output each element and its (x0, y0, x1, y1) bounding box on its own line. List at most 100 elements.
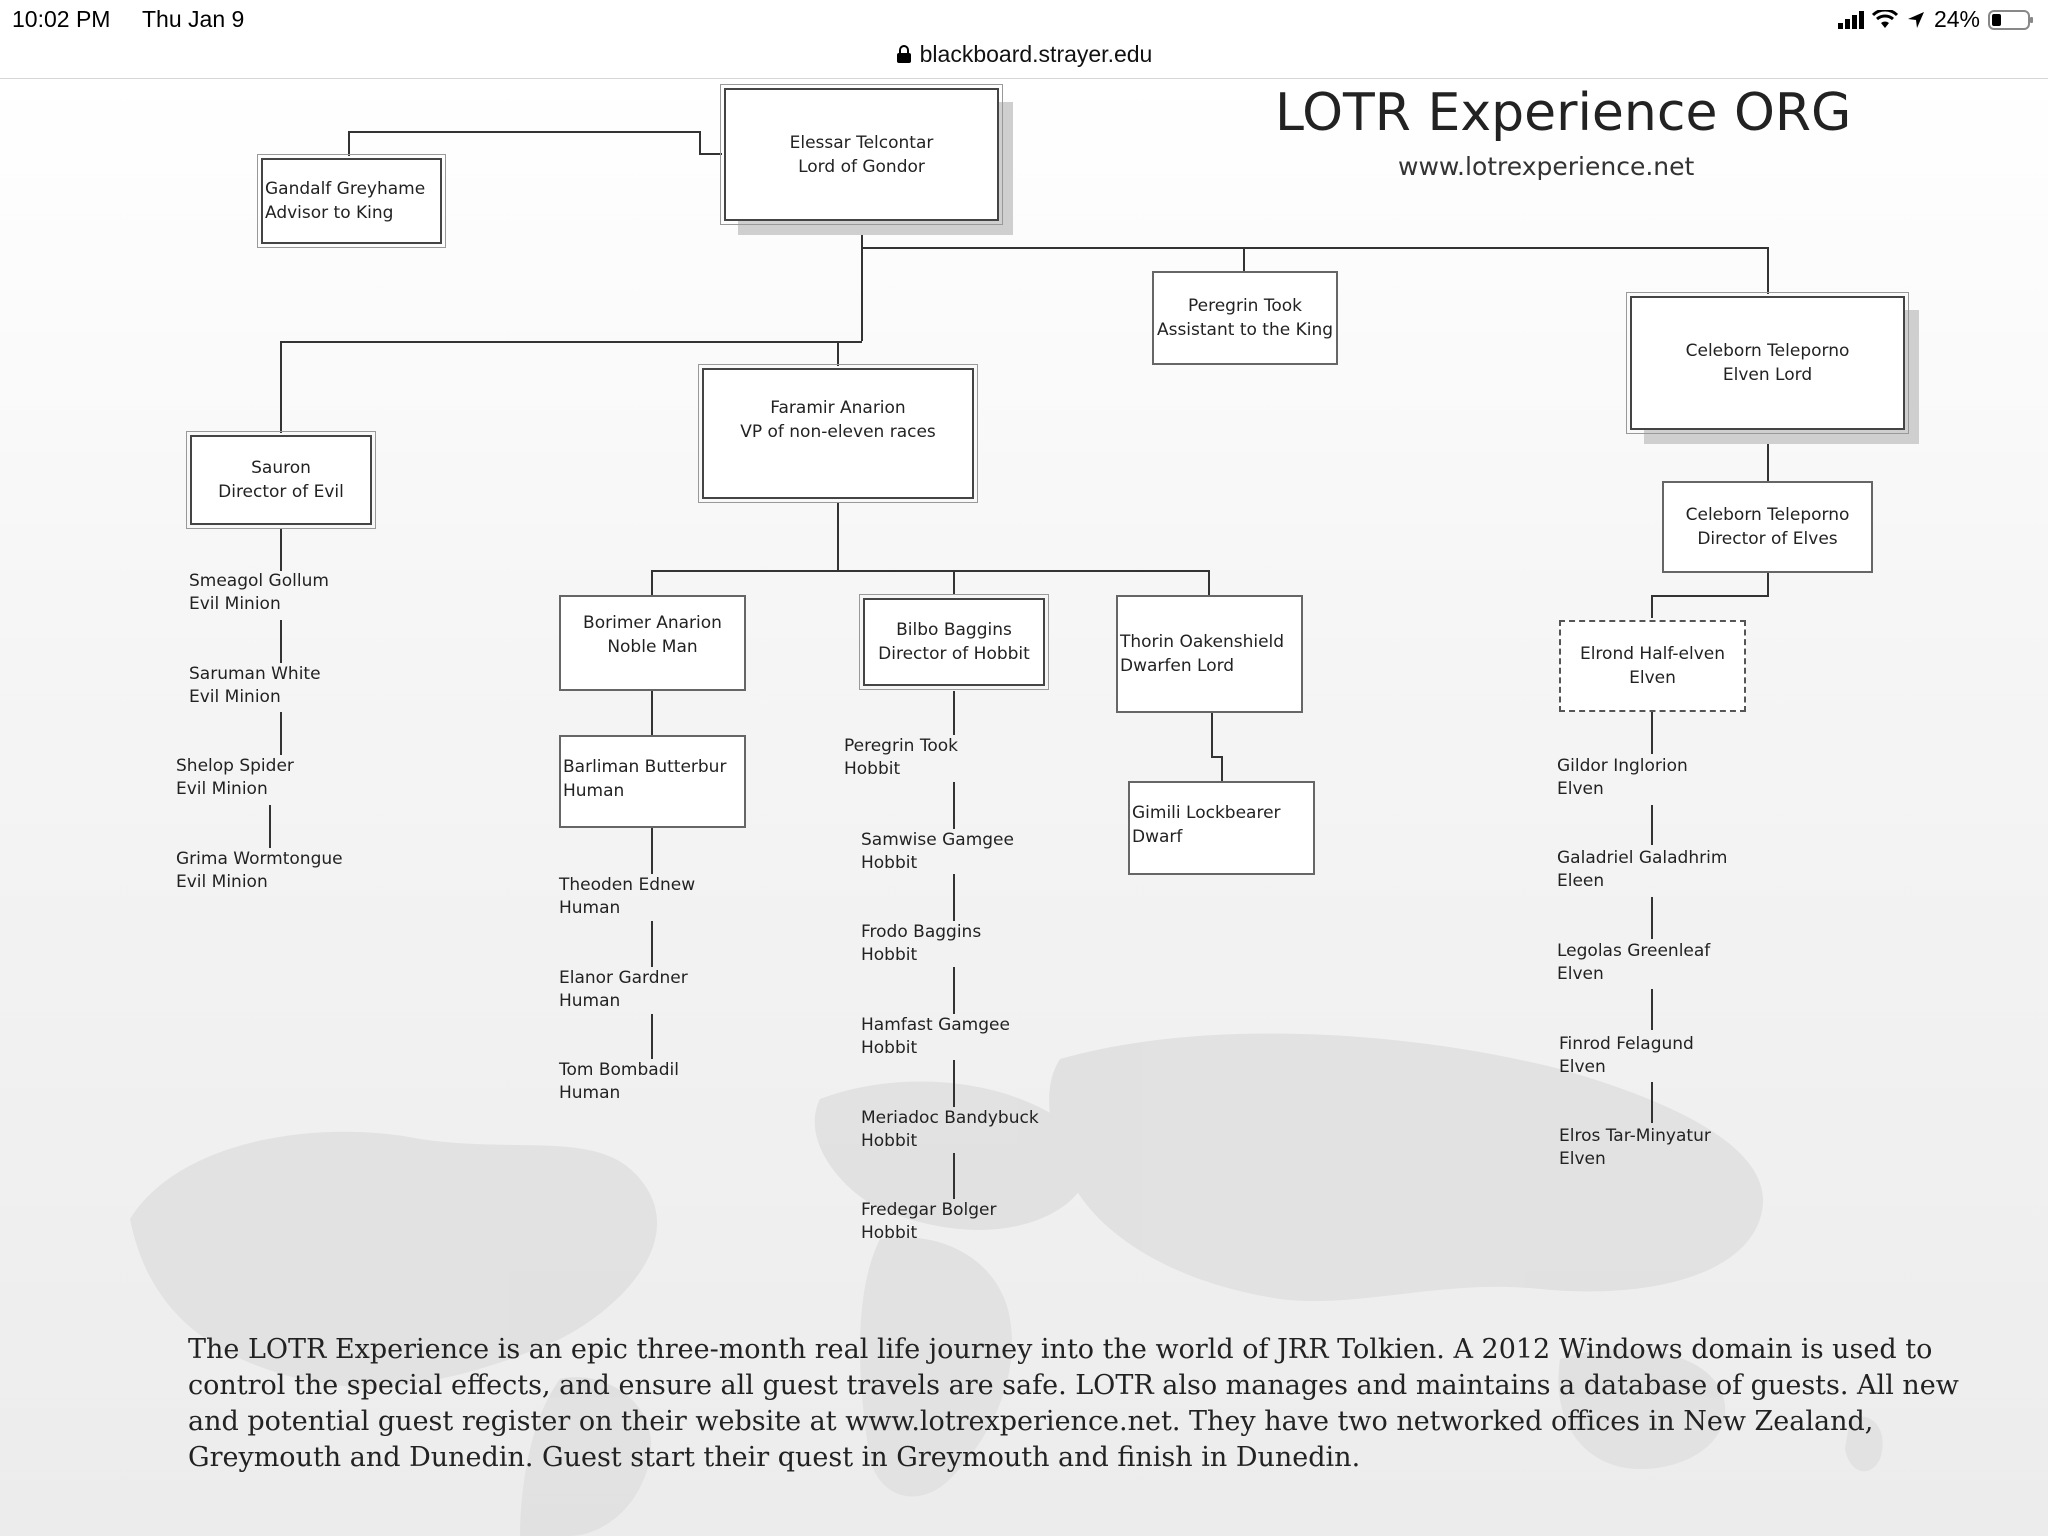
node-role: Director of Hobbit (878, 644, 1030, 664)
list-item-tom: Tom Bombadil Human (559, 1059, 679, 1105)
item-role: Elven (1557, 779, 1604, 799)
node-elrond: Elrond Half-elven Elven (1559, 620, 1746, 712)
list-item-smeagol: Smeagol Gollum Evil Minion (189, 570, 329, 616)
node-role: Elven (1629, 668, 1676, 688)
item-name: Theoden Ednew (559, 875, 696, 895)
address-bar[interactable]: blackboard.strayer.edu (0, 36, 2048, 79)
item-name: Meriadoc Bandybuck (861, 1108, 1039, 1128)
list-item-hamfast: Hamfast Gamgee Hobbit (861, 1014, 1010, 1060)
item-role: Evil Minion (189, 687, 281, 707)
item-role: Eleen (1557, 871, 1605, 891)
item-name: Elanor Gardner (559, 968, 688, 988)
node-role: Assistant to the King (1156, 320, 1334, 340)
node-name: Peregrin Took (1187, 296, 1302, 316)
item-name: Elros Tar-Minyatur (1559, 1126, 1711, 1146)
node-name: Bilbo Baggins (896, 620, 1012, 640)
node-role: Dwarfen Lord (1120, 656, 1235, 676)
org-chart-website: www.lotrexperience.net (1398, 152, 1695, 181)
location-arrow-icon (1907, 11, 1924, 28)
item-name: Grima Wormtongue (176, 849, 343, 869)
list-item-saruman: Saruman White Evil Minion (189, 663, 321, 709)
item-name: Hamfast Gamgee (861, 1015, 1010, 1035)
cellular-signal-icon (1837, 10, 1864, 29)
item-role: Hobbit (861, 1223, 918, 1243)
list-item-legolas: Legolas Greenleaf Elven (1557, 940, 1710, 986)
item-name: Samwise Gamgee (861, 830, 1014, 850)
item-name: Smeagol Gollum (189, 571, 329, 591)
node-role: Director of Evil (218, 482, 344, 502)
battery-icon (1988, 9, 2033, 30)
list-item-frodo: Frodo Baggins Hobbit (861, 921, 981, 967)
node-role: Dwarf (1132, 827, 1183, 847)
node-faramir: Faramir Anarion VP of non-eleven races (698, 364, 978, 503)
description-paragraph: The LOTR Experience is an epic three-mon… (188, 1334, 1959, 1473)
list-item-samwise: Samwise Gamgee Hobbit (861, 829, 1014, 875)
item-name: Gildor Inglorion (1557, 756, 1688, 776)
node-elessar: Elessar Telcontar Lord of Gondor (720, 84, 1003, 225)
item-name: Galadriel Galadhrim (1557, 848, 1728, 868)
item-role: Human (559, 991, 621, 1011)
list-item-elros: Elros Tar-Minyatur Elven (1559, 1125, 1711, 1171)
list-item-elanor: Elanor Gardner Human (559, 967, 688, 1013)
item-role: Human (559, 1083, 621, 1103)
list-item-fredegar: Fredegar Bolger Hobbit (861, 1199, 997, 1245)
list-item-gildor: Gildor Inglorion Elven (1557, 755, 1688, 801)
node-bilbo: Bilbo Baggins Director of Hobbit (859, 594, 1049, 690)
item-role: Elven (1557, 964, 1604, 984)
item-name: Shelop Spider (176, 756, 294, 776)
list-item-galadriel: Galadriel Galadhrim Eleen (1557, 847, 1727, 893)
org-chart-document: LOTR Experience ORG www.lotrexperience.n… (0, 79, 2048, 1536)
item-name: Legolas Greenleaf (1557, 941, 1711, 961)
node-name: Sauron (251, 458, 311, 478)
item-name: Fredegar Bolger (861, 1200, 997, 1220)
node-sauron: Sauron Director of Evil (186, 431, 376, 529)
node-role: Elven Lord (1722, 365, 1813, 385)
list-item-meriadoc: Meriadoc Bandybuck Hobbit (861, 1107, 1039, 1153)
item-role: Elven (1559, 1057, 1606, 1077)
item-name: Finrod Felagund (1559, 1034, 1694, 1054)
list-item-shelop: Shelop Spider Evil Minion (176, 755, 294, 801)
node-role: Human (563, 781, 625, 801)
org-connector-lines (269, 131, 1769, 1199)
node-name: Celeborn Teleporno (1685, 341, 1850, 361)
list-item-grima: Grima Wormtongue Evil Minion (176, 848, 343, 894)
list-item-theoden: Theoden Ednew Human (559, 874, 695, 920)
node-name: Celeborn Teleporno (1685, 505, 1850, 525)
url-text: blackboard.strayer.edu (919, 41, 1153, 67)
wifi-icon (1871, 9, 1898, 28)
node-name: Borimer Anarion (583, 613, 722, 633)
node-name: Elrond Half-elven (1579, 644, 1726, 664)
list-item-finrod: Finrod Felagund Elven (1559, 1033, 1694, 1079)
item-name: Saruman White (189, 664, 321, 684)
item-role: Evil Minion (176, 872, 268, 892)
lock-icon (896, 45, 911, 63)
world-map-watermark (130, 1033, 1883, 1536)
item-role: Hobbit (861, 1131, 918, 1151)
node-gimili: Gimili Lockbearer Dwarf (1128, 781, 1315, 875)
node-name: Gandalf Greyhame (265, 179, 426, 199)
status-date: Thu Jan 9 (142, 6, 245, 32)
node-role: Advisor to King (265, 203, 394, 223)
status-time: 10:02 PM (12, 6, 111, 32)
item-role: Evil Minion (176, 779, 268, 799)
item-role: Elven (1559, 1149, 1606, 1169)
org-chart-title: LOTR Experience ORG (1275, 83, 1852, 143)
item-role: Evil Minion (189, 594, 281, 614)
node-role: VP of non-eleven races (740, 422, 936, 442)
node-name: Elessar Telcontar (789, 132, 934, 153)
node-thorin: Thorin Oakenshield Dwarfen Lord (1116, 595, 1303, 713)
node-barliman: Barliman Butterbur Human (559, 735, 746, 828)
item-name: Frodo Baggins (861, 922, 982, 942)
battery-percent: 24% (1933, 6, 1980, 32)
list-item-peregrin-hobbit: Peregrin Took Hobbit (844, 735, 958, 781)
node-role: Director of Elves (1697, 529, 1838, 549)
status-icons: 24% (1837, 6, 2034, 33)
item-role: Hobbit (844, 759, 901, 779)
item-name: Tom Bombadil (559, 1060, 679, 1080)
node-name: Thorin Oakenshield (1120, 632, 1285, 652)
node-name: Faramir Anarion (770, 398, 906, 418)
node-peregrin-assistant: Peregrin Took Assistant to the King (1152, 271, 1338, 365)
node-role: Lord of Gondor (798, 156, 925, 177)
status-bar: 10:02 PM Thu Jan 9 24% (0, 0, 2048, 40)
node-name: Barliman Butterbur (563, 757, 727, 777)
